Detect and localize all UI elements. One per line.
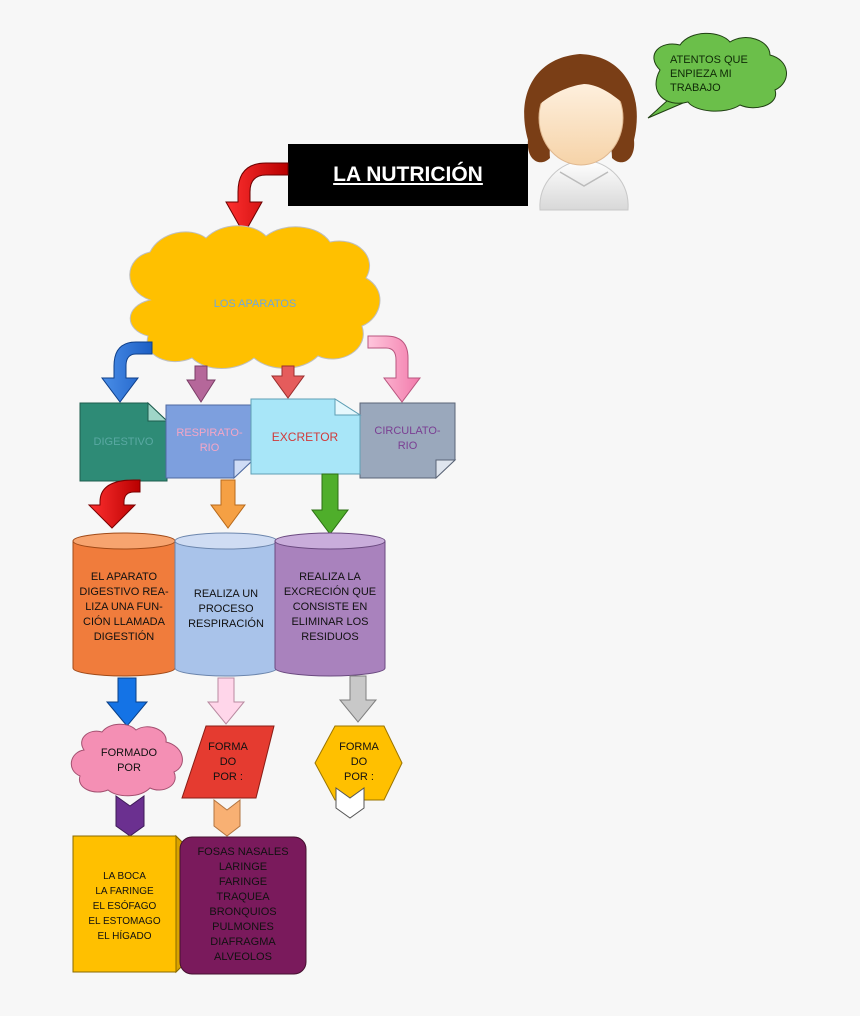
system-respiratory-label: RESPIRATO- RIO — [176, 427, 243, 454]
organs-respiratory-text: FOSAS NASALES LARINGE FARINGE TRAQUEA BR… — [197, 846, 289, 963]
cylinder-digestive-shape — [72, 532, 176, 677]
arrow-cloud-to-digestive — [101, 341, 153, 403]
arrow-digestive-down — [105, 677, 149, 727]
formed-by-respiratory-text: FORMA DO POR : — [208, 740, 248, 783]
page-title: LA NUTRICIÓN — [333, 163, 483, 186]
title-box — [288, 144, 528, 206]
chevron-excretor — [335, 787, 365, 819]
arrow-cloud-to-circulatory — [367, 335, 421, 403]
chevron-respiratory — [213, 798, 241, 837]
speech-bubble-text: ATENTOS QUE ENPIEZA MI TRABAJO — [670, 54, 748, 94]
cylinder-excretor-shape — [274, 532, 386, 677]
function-digestive-text: EL APARATO DIGESTIVO REA- LIZA UNA FUN- … — [79, 570, 169, 643]
formed-by-excretor-text: FORMA DO POR : — [339, 740, 379, 783]
system-excretor-shape — [250, 398, 362, 475]
arrow-title-to-cloud — [225, 162, 289, 236]
organs-digestive-shape — [72, 834, 183, 974]
speech-bubble — [647, 32, 787, 119]
system-respiratory-shape — [165, 404, 255, 480]
system-circulatory-shape — [359, 402, 457, 480]
system-circulatory-label: CIRCULATO- RIO — [374, 425, 441, 452]
organs-respiratory-shape — [179, 836, 307, 975]
arrow-cloud-to-respiratory — [186, 365, 216, 403]
arrow-excretor-to-cylinder — [311, 473, 349, 535]
cylinder-respiratory-shape — [174, 532, 278, 677]
arrow-digestive-to-cylinder — [87, 479, 141, 529]
function-respiratory-text: REALIZA UN PROCESO RESPIRACIÓN — [188, 587, 264, 630]
arrow-respiratory-down — [206, 677, 246, 725]
systems-cloud — [129, 225, 381, 369]
systems-cloud-label: LOS APARATOS — [213, 298, 297, 310]
formed-by-respiratory-shape — [181, 725, 275, 799]
arrow-excretor-down — [338, 675, 378, 723]
arrow-respiratory-to-cylinder — [210, 479, 246, 529]
organs-digestive-text: LA BOCA LA FARINGE EL ESÓFAGO EL ESTOMAG… — [88, 870, 161, 942]
formed-by-digestive-shape — [70, 723, 183, 797]
person-avatar — [524, 54, 637, 211]
arrow-cloud-to-excretor — [271, 365, 305, 399]
chevron-digestive — [115, 795, 145, 837]
function-excretor-text: REALIZA LA EXCRECIÓN QUE CONSISTE EN ELI… — [283, 570, 377, 643]
formed-by-excretor-shape — [314, 725, 403, 801]
system-excretor-label: EXCRETOR — [271, 430, 339, 444]
formed-by-digestive-text: FORMADO POR — [100, 747, 158, 774]
system-digestive-label: DIGESTIVO — [93, 436, 154, 448]
